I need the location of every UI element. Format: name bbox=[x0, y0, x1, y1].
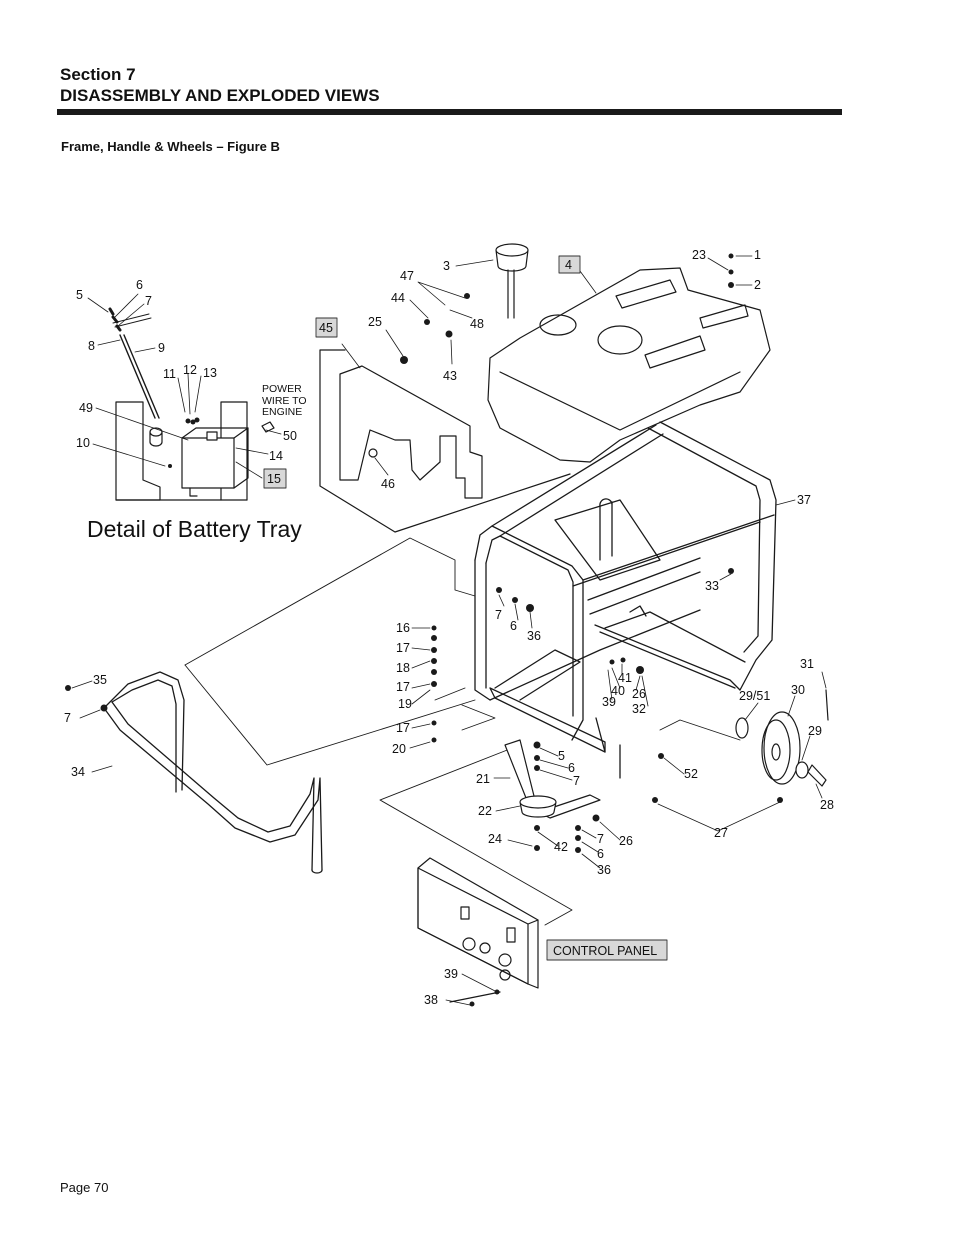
mount-hardware bbox=[504, 739, 601, 819]
callout-11: 11 bbox=[163, 367, 176, 381]
heat-shield bbox=[319, 349, 571, 533]
power-wire-note-line-2: WIRE TO bbox=[262, 395, 307, 407]
callout-33: 33 bbox=[705, 579, 719, 593]
callout-17a: 17 bbox=[396, 641, 410, 655]
callout-46: 46 bbox=[381, 477, 395, 491]
callout-7d: 7 bbox=[573, 774, 580, 788]
callout-31: 31 bbox=[800, 657, 814, 671]
callout-6: 6 bbox=[136, 278, 143, 292]
callout-box-45: 45 bbox=[319, 321, 333, 335]
battery-tray-detail bbox=[108, 307, 275, 501]
callout-19: 19 bbox=[398, 697, 412, 711]
callout-18: 18 bbox=[396, 661, 410, 675]
callout-7e: 7 bbox=[597, 832, 604, 846]
callout-32: 32 bbox=[632, 702, 646, 716]
callout-6d: 6 bbox=[597, 847, 604, 861]
power-wire-note-line-3: ENGINE bbox=[262, 406, 302, 418]
handle bbox=[103, 671, 323, 874]
callout-21: 21 bbox=[476, 772, 490, 786]
callout-1: 1 bbox=[754, 248, 761, 262]
callout-26a: 26 bbox=[632, 687, 646, 701]
callout-41: 41 bbox=[618, 671, 632, 685]
callout-39b: 39 bbox=[444, 967, 458, 981]
control-panel-label: CONTROL PANEL bbox=[553, 944, 657, 958]
section-title: DISASSEMBLY AND EXPLODED VIEWS bbox=[60, 86, 380, 105]
callout-27: 27 bbox=[714, 826, 728, 840]
callout-39a: 39 bbox=[602, 695, 616, 709]
section-number: Section 7 bbox=[60, 65, 136, 84]
callout-5: 5 bbox=[76, 288, 83, 302]
callout-38: 38 bbox=[424, 993, 438, 1007]
fuel-tank bbox=[487, 243, 771, 463]
callout-44: 44 bbox=[391, 291, 405, 305]
guide-lines bbox=[184, 537, 741, 926]
wheel-assembly bbox=[735, 689, 829, 787]
control-panel bbox=[417, 857, 539, 1003]
callout-40: 40 bbox=[611, 684, 625, 698]
callout-leaders bbox=[71, 255, 827, 1006]
callout-29: 29 bbox=[808, 724, 822, 738]
callout-box-4: 4 bbox=[565, 258, 572, 272]
callout-14: 14 bbox=[269, 449, 283, 463]
callout-36b: 36 bbox=[597, 863, 611, 877]
frame bbox=[474, 421, 777, 779]
callout-7c: 7 bbox=[64, 711, 71, 725]
callout-52: 52 bbox=[684, 767, 698, 781]
callout-35: 35 bbox=[93, 673, 107, 687]
callout-7b: 7 bbox=[495, 608, 502, 622]
callout-36: 36 bbox=[527, 629, 541, 643]
callout-numbers: Detail of Battery Tray POWER WIRE TO ENG… bbox=[64, 248, 834, 1007]
callout-6b: 6 bbox=[510, 619, 517, 633]
callout-12: 12 bbox=[183, 363, 197, 377]
callout-9: 9 bbox=[158, 341, 165, 355]
callout-16: 16 bbox=[396, 621, 410, 635]
callout-6c: 6 bbox=[568, 761, 575, 775]
callout-5b: 5 bbox=[558, 749, 565, 763]
callout-43: 43 bbox=[443, 369, 457, 383]
figure-title: Frame, Handle & Wheels – Figure B bbox=[61, 139, 280, 154]
callout-24: 24 bbox=[488, 832, 502, 846]
callout-47: 47 bbox=[400, 269, 414, 283]
callout-8: 8 bbox=[88, 339, 95, 353]
callout-17b: 17 bbox=[396, 680, 410, 694]
power-wire-note-line-1: POWER bbox=[262, 383, 302, 395]
callout-17c: 17 bbox=[396, 721, 410, 735]
callout-10: 10 bbox=[76, 436, 90, 450]
page-number: Page 70 bbox=[60, 1180, 109, 1195]
callout-50: 50 bbox=[283, 429, 297, 443]
callout-3: 3 bbox=[443, 259, 450, 273]
callout-28: 28 bbox=[820, 798, 834, 812]
callout-20: 20 bbox=[392, 742, 406, 756]
callout-48: 48 bbox=[470, 317, 484, 331]
callout-49: 49 bbox=[79, 401, 93, 415]
callout-26b: 26 bbox=[619, 834, 633, 848]
callout-34: 34 bbox=[71, 765, 85, 779]
detail-title: Detail of Battery Tray bbox=[87, 516, 302, 542]
callout-37: 37 bbox=[797, 493, 811, 507]
callout-23: 23 bbox=[692, 248, 706, 262]
section-heading: Section 7 DISASSEMBLY AND EXPLODED VIEWS bbox=[60, 64, 380, 106]
callout-7: 7 bbox=[145, 294, 152, 308]
callout-29-51: 29/51 bbox=[739, 689, 770, 703]
heading-rule bbox=[57, 109, 842, 115]
callout-42: 42 bbox=[554, 840, 568, 854]
callout-30: 30 bbox=[791, 683, 805, 697]
callout-22: 22 bbox=[478, 804, 492, 818]
boxed-callouts: 4 45 15 CONTROL PANEL bbox=[263, 255, 668, 961]
callout-25: 25 bbox=[368, 315, 382, 329]
callout-box-15: 15 bbox=[267, 472, 281, 486]
hardware-dots bbox=[65, 253, 783, 1007]
callout-2: 2 bbox=[754, 278, 761, 292]
callout-13: 13 bbox=[203, 366, 217, 380]
